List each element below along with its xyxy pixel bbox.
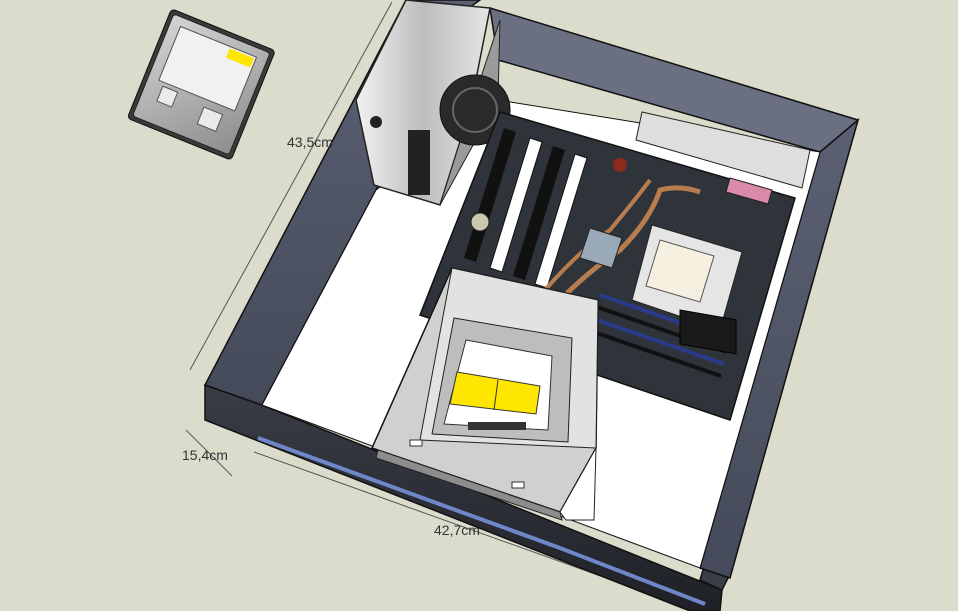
psu-power-socket (370, 116, 382, 128)
width-dimension-label: 42,7cm (434, 522, 480, 538)
io-shield (635, 111, 811, 189)
cpu (645, 239, 715, 303)
optical-drive-label (449, 371, 541, 415)
chipset-heatsink (679, 309, 737, 355)
depth-dimension-line (189, 1, 393, 371)
power-supply (355, 0, 511, 206)
rear-port-audio (725, 177, 773, 205)
height-dimension-line (185, 429, 233, 477)
heatpipe (558, 185, 701, 302)
northbridge (579, 227, 623, 269)
optical-drive (370, 267, 599, 521)
front-led-strip (257, 436, 706, 606)
height-dimension-label: 15,4cm (182, 447, 228, 463)
depth-dimension-label: 43,5cm (287, 134, 333, 150)
psu-vent (408, 130, 430, 195)
psu-fan-grill (439, 74, 511, 146)
hdd-label (158, 25, 258, 112)
hard-disk-drive (127, 9, 275, 160)
